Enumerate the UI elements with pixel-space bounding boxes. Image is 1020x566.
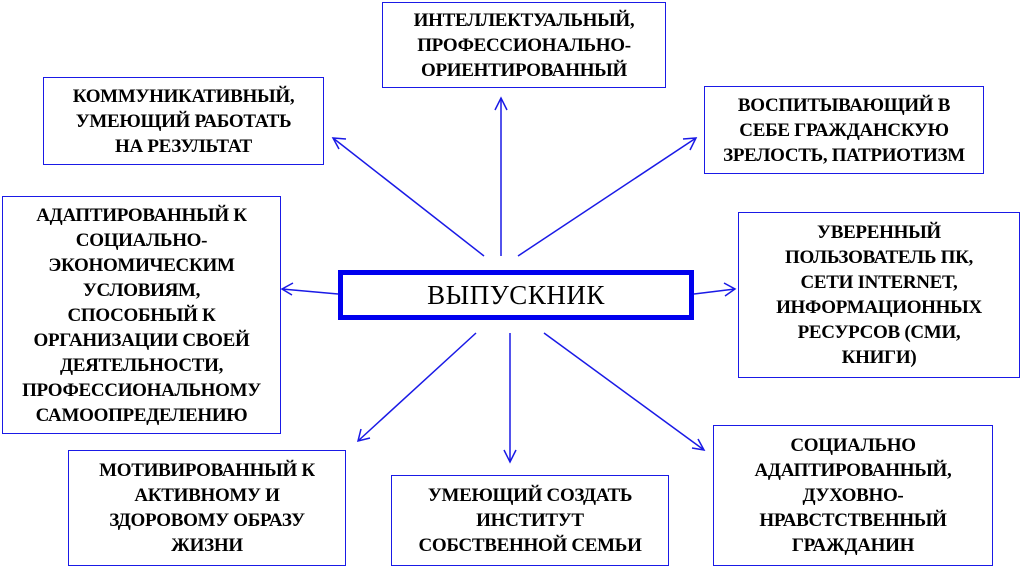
center-node-label: ВЫПУСКНИК — [427, 279, 605, 310]
node-spiritual-citizen: СОЦИАЛЬНО АДАПТИРОВАННЫЙ, ДУХОВНО- НРАВС… — [713, 425, 993, 566]
arrow-to-bottom — [503, 333, 517, 464]
arrow-to-bottom-right — [543, 332, 706, 451]
node-label: УМЕЮЩИЙ СОЗДАТЬ ИНСТИТУТ СОБСТВЕННОЙ СЕМ… — [418, 485, 642, 556]
arrow-to-left — [280, 282, 339, 296]
center-node-graduate: ВЫПУСКНИК — [338, 270, 694, 320]
node-label: КОММУНИКАТИВНЫЙ, УМЕЮЩИЙ РАБОТАТЬ НА РЕЗ… — [72, 85, 295, 157]
node-label: СОЦИАЛЬНО АДАПТИРОВАННЫЙ, ДУХОВНО- НРАВС… — [754, 435, 952, 556]
node-label: ВОСПИТЫВАЮЩИЙ В СЕБЕ ГРАЖДАНСКУЮ ЗРЕЛОСТ… — [723, 94, 965, 166]
node-label: ИНТЕЛЛЕКТУАЛЬНЫЙ, ПРОФЕССИОНАЛЬНО- ОРИЕН… — [413, 9, 635, 81]
arrow-to-bottom-left — [356, 332, 477, 443]
node-patriotic: ВОСПИТЫВАЮЩИЙ В СЕБЕ ГРАЖДАНСКУЮ ЗРЕЛОСТ… — [704, 86, 984, 174]
node-label: УВЕРЕННЫЙ ПОЛЬЗОВАТЕЛЬ ПК, СЕТИ INTERNET… — [776, 222, 982, 368]
node-intellectual: ИНТЕЛЛЕКТУАЛЬНЫЙ, ПРОФЕССИОНАЛЬНО- ОРИЕН… — [382, 2, 666, 88]
node-family: УМЕЮЩИЙ СОЗДАТЬ ИНСТИТУТ СОБСТВЕННОЙ СЕМ… — [391, 475, 669, 566]
arrow-to-top-right — [517, 137, 698, 257]
node-pc-user: УВЕРЕННЫЙ ПОЛЬЗОВАТЕЛЬ ПК, СЕТИ INTERNET… — [738, 212, 1020, 378]
node-communicative: КОММУНИКАТИВНЫЙ, УМЕЮЩИЙ РАБОТАТЬ НА РЕЗ… — [43, 77, 324, 165]
arrow-to-right — [693, 282, 737, 297]
arrow-to-top-left — [331, 137, 485, 257]
node-healthy-lifestyle: МОТИВИРОВАННЫЙ К АКТИВНОМУ И ЗДОРОВОМУ О… — [68, 450, 346, 566]
arrow-to-top — [494, 96, 508, 256]
node-adapted-socio-economic: АДАПТИРОВАННЫЙ К СОЦИАЛЬНО- ЭКОНОМИЧЕСКИ… — [2, 196, 281, 434]
node-label: АДАПТИРОВАННЫЙ К СОЦИАЛЬНО- ЭКОНОМИЧЕСКИ… — [22, 204, 261, 426]
node-label: МОТИВИРОВАННЫЙ К АКТИВНОМУ И ЗДОРОВОМУ О… — [99, 460, 315, 556]
